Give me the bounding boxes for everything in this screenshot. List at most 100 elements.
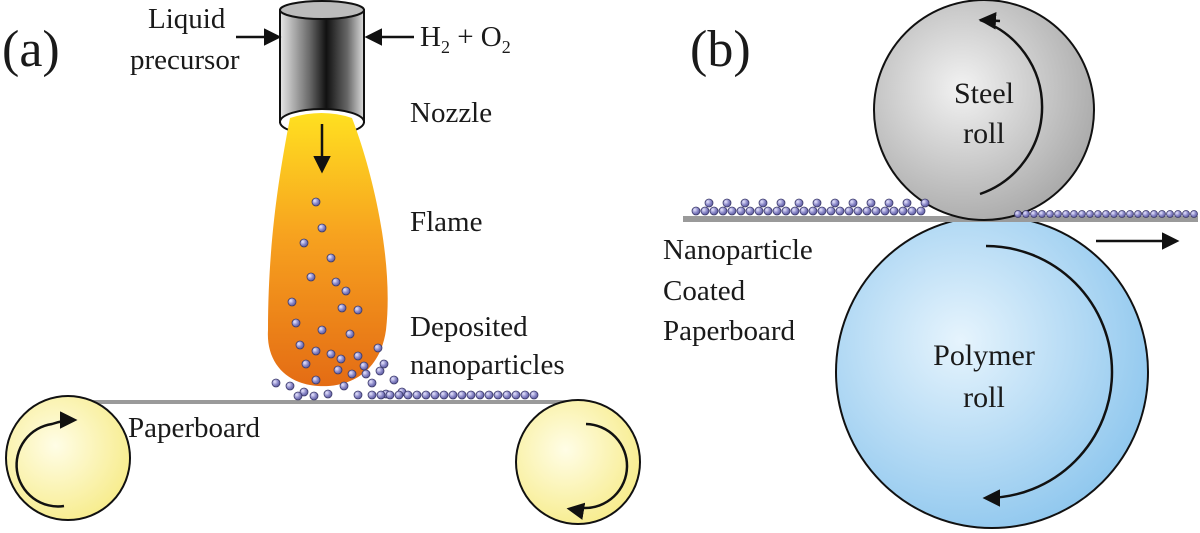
nanoparticle <box>367 390 377 400</box>
nanoparticle <box>1142 210 1150 218</box>
nanoparticle <box>311 197 321 207</box>
nanoparticle <box>1174 210 1182 218</box>
nanoparticle <box>385 390 395 400</box>
nanoparticle <box>808 206 818 216</box>
nanoparticle <box>853 206 863 216</box>
left-roller <box>5 395 131 521</box>
nanoparticle <box>1158 210 1166 218</box>
nanoparticle <box>529 390 539 400</box>
nanoparticle <box>309 391 319 401</box>
nanoparticle <box>403 390 413 400</box>
nanoparticle <box>336 354 346 364</box>
panel-b: (b) Polymer roll Steel roll Nanoparticle… <box>663 0 1198 529</box>
steel-roll: Steel roll <box>873 0 1095 221</box>
nanoparticle <box>830 198 840 208</box>
nanoparticle <box>291 318 301 328</box>
nanoparticle <box>812 198 822 208</box>
nanoparticle <box>376 390 386 400</box>
nanoparticle <box>317 325 327 335</box>
polymer-roll-label-2: roll <box>963 381 1005 414</box>
nanoparticle <box>520 390 530 400</box>
nanoparticle <box>389 375 399 385</box>
panel-a: (a) Liquid precursor H2 + O2 Nozzle Flam… <box>2 0 641 525</box>
coated-label-2: Coated <box>663 275 746 307</box>
nanoparticle <box>1014 210 1022 218</box>
nanoparticle <box>353 351 363 361</box>
nanoparticle <box>907 206 917 216</box>
deposited-label-1: Deposited <box>410 311 528 343</box>
nanoparticle <box>421 390 431 400</box>
panel-a-tag: (a) <box>2 21 60 78</box>
nanoparticle <box>776 198 786 208</box>
nanoparticle <box>740 198 750 208</box>
nanoparticle <box>466 390 476 400</box>
nanoparticle <box>375 366 385 376</box>
nanoparticle <box>781 206 791 216</box>
nanoparticle <box>493 390 503 400</box>
nanoparticle <box>502 390 512 400</box>
nanoparticle <box>1134 210 1142 218</box>
coated-label-1: Nanoparticle <box>663 234 813 266</box>
nanoparticle <box>916 206 926 216</box>
nanoparticle <box>871 206 881 216</box>
nanoparticle <box>817 206 827 216</box>
nanoparticle <box>880 206 890 216</box>
liquid-precursor-label-2: precursor <box>130 44 240 76</box>
nanoparticle <box>736 206 746 216</box>
nanoparticle <box>271 378 281 388</box>
nanoparticle <box>341 286 351 296</box>
nanoparticle <box>763 206 773 216</box>
right-roller-rotation-arrow <box>566 422 629 520</box>
polymer-roll: Polymer roll <box>835 215 1149 529</box>
nanoparticle <box>359 361 369 371</box>
nanoparticle <box>866 198 876 208</box>
nanoparticle <box>353 305 363 315</box>
nanoparticle <box>367 378 377 388</box>
right-roller <box>515 399 641 525</box>
nanoparticle <box>862 206 872 216</box>
nanoparticle <box>295 340 305 350</box>
nanoparticle <box>287 297 297 307</box>
nanoparticle <box>353 390 363 400</box>
nanoparticle <box>1030 210 1038 218</box>
nanoparticle <box>317 223 327 233</box>
nanoparticle <box>902 198 912 208</box>
nanoparticle <box>1190 210 1198 218</box>
nanoparticle <box>311 375 321 385</box>
nanoparticle <box>448 390 458 400</box>
nanoparticle <box>347 369 357 379</box>
nanoparticle <box>1166 210 1174 218</box>
deposited-label-2: nanoparticles <box>410 349 565 381</box>
nanoparticle <box>1038 210 1046 218</box>
nanoparticle <box>430 390 440 400</box>
nanoparticle <box>339 381 349 391</box>
nanoparticle <box>337 303 347 313</box>
nanoparticle <box>333 365 343 375</box>
nanoparticle <box>412 390 422 400</box>
nanoparticle <box>345 329 355 339</box>
steel-roll-rotation-arrow <box>979 18 1044 196</box>
nanoparticle <box>457 390 467 400</box>
flame-label: Flame <box>410 206 483 238</box>
nanoparticle <box>826 206 836 216</box>
nanoparticle <box>700 206 710 216</box>
nanoparticle <box>379 359 389 369</box>
nanoparticle <box>799 206 809 216</box>
nanoparticle <box>1070 210 1078 218</box>
nanoparticle <box>1118 210 1126 218</box>
nanoparticle <box>790 206 800 216</box>
gas-label: H2 + O2 <box>420 21 511 57</box>
nanoparticle <box>704 198 714 208</box>
nozzle-label: Nozzle <box>410 97 492 129</box>
steel-roll-label-2: roll <box>963 117 1005 150</box>
steel-roll-label-1: Steel <box>954 77 1014 110</box>
nanoparticle <box>1078 210 1086 218</box>
liquid-precursor-label-1: Liquid <box>148 3 226 35</box>
nanoparticle <box>326 253 336 263</box>
nanoparticle <box>1022 210 1030 218</box>
nanoparticle <box>889 206 899 216</box>
nanoparticle <box>293 391 303 401</box>
nanoparticle <box>691 206 701 216</box>
nanoparticle <box>299 238 309 248</box>
polymer-roll-rotation-arrow <box>982 244 1114 507</box>
